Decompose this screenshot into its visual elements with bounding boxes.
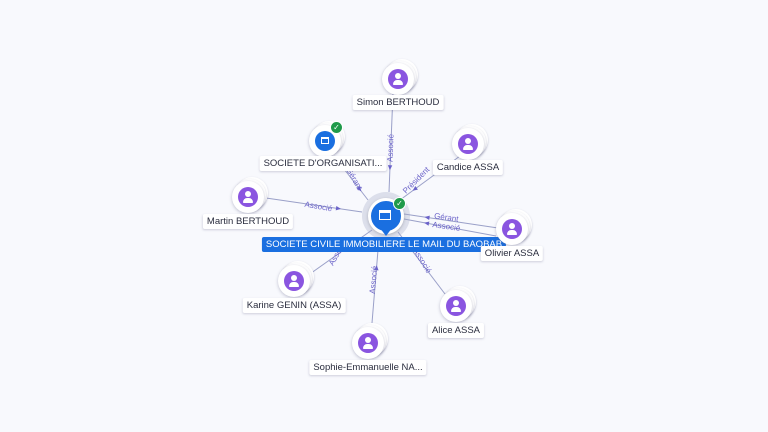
node-alice[interactable] — [440, 286, 476, 322]
edge-martin — [265, 197, 363, 213]
edge-olivier — [403, 213, 499, 229]
edge-arrow-simon — [387, 165, 393, 171]
center-company-label[interactable]: SOCIETE CIVILE IMMOBILIERE LE MAIL DU BA… — [261, 237, 507, 252]
node-olivier[interactable] — [496, 209, 532, 245]
node-martin[interactable] — [232, 177, 268, 213]
node-simon[interactable] — [382, 59, 418, 95]
node-label-alice[interactable]: Alice ASSA — [427, 323, 485, 338]
node-label-simon[interactable]: Simon BERTHOUD — [352, 95, 444, 110]
edge-label-simon: Associé — [386, 133, 396, 162]
node-bubble[interactable] — [352, 323, 388, 359]
person-icon — [458, 134, 478, 154]
person-icon — [284, 271, 304, 291]
edge-label-martin: Associé — [304, 200, 334, 214]
edge-sophie — [371, 249, 379, 324]
node-label-societe[interactable]: SOCIETE D'ORGANISATI... — [259, 156, 387, 171]
node-candice[interactable] — [452, 124, 488, 160]
center-company-pin[interactable]: ✓ — [368, 197, 406, 236]
edge-arrow-sophie — [374, 265, 379, 271]
edge-arrow-martin — [335, 206, 341, 211]
person-icon — [388, 69, 408, 89]
node-bubble[interactable] — [496, 209, 532, 245]
node-bubble[interactable] — [232, 177, 268, 213]
building-icon — [379, 210, 391, 220]
edge-arrow-olivier — [424, 221, 430, 226]
node-bubble[interactable]: ✓ — [309, 121, 345, 157]
node-label-martin[interactable]: Martin BERTHOUD — [202, 214, 294, 229]
person-icon — [238, 187, 258, 207]
node-bubble[interactable] — [440, 286, 476, 322]
node-bubble[interactable] — [452, 124, 488, 160]
person-icon — [446, 296, 466, 316]
node-label-candice[interactable]: Candice ASSA — [432, 160, 504, 175]
edge-arrow-societe — [356, 186, 362, 192]
edge-label-olivier: Associé — [432, 220, 462, 233]
person-icon — [502, 219, 522, 239]
edge-arrow-olivier — [424, 215, 430, 220]
edge-label-olivier: Gérant — [434, 211, 460, 223]
edge-olivier — [403, 218, 497, 237]
node-bubble[interactable] — [382, 59, 418, 95]
node-sophie[interactable] — [352, 323, 388, 359]
node-karine[interactable] — [278, 261, 314, 297]
building-icon — [315, 131, 335, 151]
node-label-olivier[interactable]: Olivier ASSA — [480, 246, 544, 261]
edge-label-sophie: Associé — [368, 265, 379, 294]
verified-check-icon: ✓ — [330, 121, 343, 134]
node-bubble[interactable] — [278, 261, 314, 297]
node-societe[interactable]: ✓ — [309, 121, 345, 157]
edge-arrow-candice — [412, 186, 418, 191]
verified-check-icon: ✓ — [393, 197, 406, 210]
node-label-karine[interactable]: Karine GENIN (ASSA) — [242, 298, 346, 313]
person-icon — [358, 333, 378, 353]
node-label-sophie[interactable]: Sophie-Emmanuelle NA... — [309, 360, 427, 375]
